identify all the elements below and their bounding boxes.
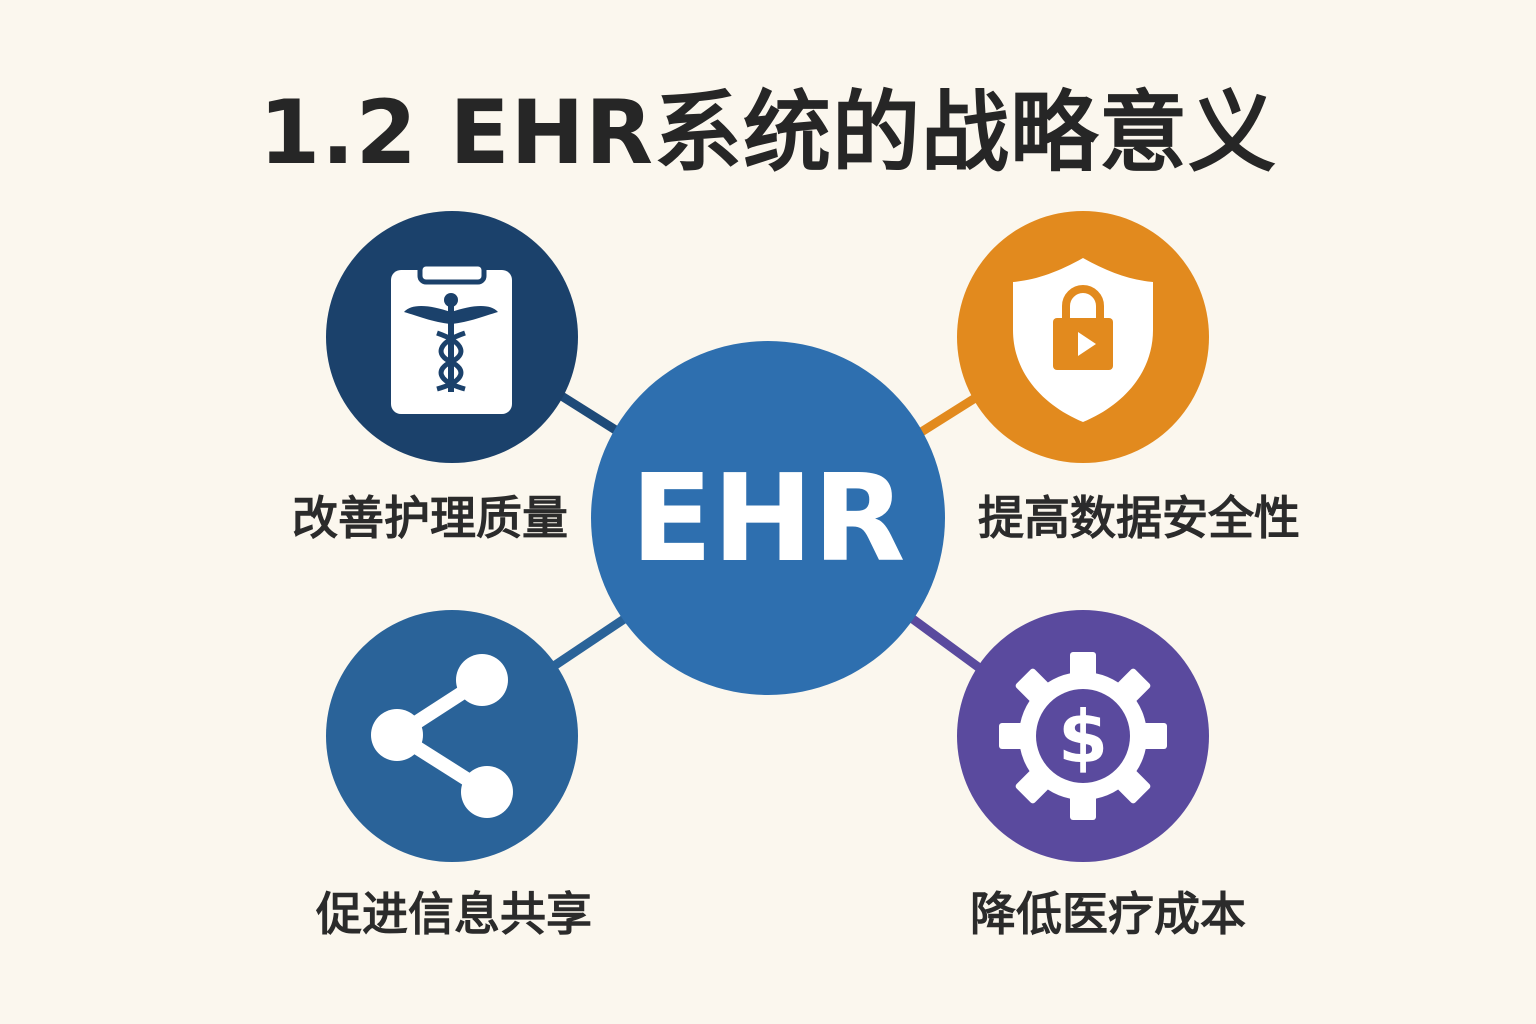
label-cost-reduction: 降低医疗成本 (970, 887, 1246, 941)
share-icon (371, 654, 513, 818)
label-care-quality: 改善护理质量 (292, 491, 568, 545)
clipboard-caduceus-icon (391, 261, 512, 414)
svg-text:$: $ (1058, 695, 1108, 779)
center-label: EHR (631, 450, 906, 589)
node-data-security (957, 211, 1209, 463)
label-data-security: 提高数据安全性 (978, 491, 1300, 545)
center-node: EHR (591, 341, 945, 695)
node-care-quality (326, 211, 578, 463)
node-cost-reduction: $ (957, 610, 1209, 862)
shield-lock-icon (1013, 258, 1153, 422)
label-info-sharing: 促进信息共享 (316, 887, 592, 941)
node-info-sharing (326, 610, 578, 862)
page-title: 1.2 EHR系统的战略意义 (258, 81, 1278, 184)
gear-dollar-icon: $ (999, 652, 1167, 820)
